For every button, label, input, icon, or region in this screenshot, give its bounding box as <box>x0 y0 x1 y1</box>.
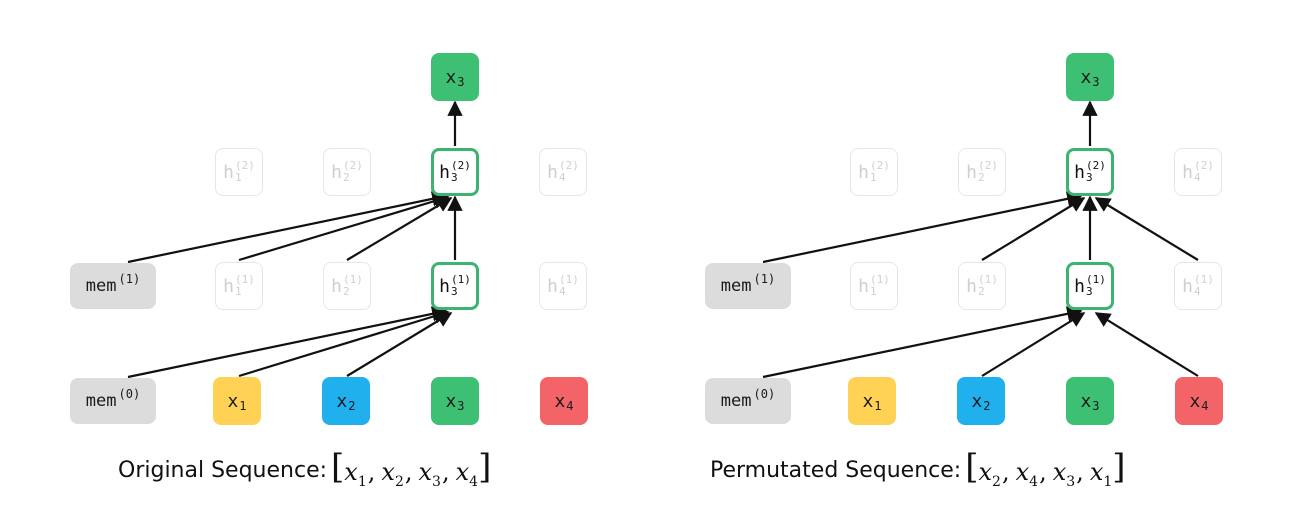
attention-arrow <box>762 191 1083 264</box>
caption-original: Original Sequence: [x1,x2,x3,x4] <box>118 447 492 490</box>
attention-arrow <box>346 197 453 261</box>
hidden-layer1-node: h(1)1 <box>850 262 898 310</box>
caption-label: Original Sequence: <box>118 458 328 484</box>
attention-arrow <box>238 193 450 262</box>
caption-sequence: [x2,x4,x3,x1] <box>965 447 1126 490</box>
memory-node-layer1: mem(1) <box>705 263 791 309</box>
hidden-layer2-node: h(2)4 <box>1174 148 1222 196</box>
attention-arrow <box>238 308 450 378</box>
caption-label: Permutated Sequence: <box>710 458 962 484</box>
hidden-layer1-node: h(1)2 <box>323 262 371 310</box>
attention-arrow <box>981 197 1086 261</box>
attention-arrow <box>346 312 453 377</box>
hidden-layer1-node-active: h(1)3 <box>431 262 479 310</box>
caption-sequence: [x1,x2,x3,x4] <box>331 447 492 490</box>
memory-node-layer0: mem(0) <box>705 378 791 424</box>
hidden-layer2-node: h(2)4 <box>539 148 587 196</box>
attention-arrow <box>762 306 1083 379</box>
hidden-layer1-node-active: h(1)3 <box>1066 262 1114 310</box>
hidden-layer2-node-active: h(2)3 <box>1066 148 1114 196</box>
caption-permutated: Permutated Sequence: [x2,x4,x3,x1] <box>710 447 1126 490</box>
attention-arrow <box>1094 197 1199 261</box>
attention-arrow <box>127 306 448 379</box>
attention-arrow <box>1094 312 1199 377</box>
hidden-layer2-node: h(2)2 <box>958 148 1006 196</box>
attention-arrow <box>981 312 1086 377</box>
memory-node-layer1: mem(1) <box>70 263 156 309</box>
hidden-layer1-node: h(1)4 <box>1174 262 1222 310</box>
hidden-layer2-node: h(2)1 <box>850 148 898 196</box>
hidden-layer1-node: h(1)1 <box>215 262 263 310</box>
hidden-layer1-node: h(1)4 <box>539 262 587 310</box>
hidden-layer2-node: h(2)1 <box>215 148 263 196</box>
hidden-layer2-node: h(2)2 <box>323 148 371 196</box>
attention-arrow <box>127 191 448 264</box>
memory-node-layer0: mem(0) <box>70 378 156 424</box>
hidden-layer2-node-active: h(2)3 <box>431 148 479 196</box>
hidden-layer1-node: h(1)2 <box>958 262 1006 310</box>
